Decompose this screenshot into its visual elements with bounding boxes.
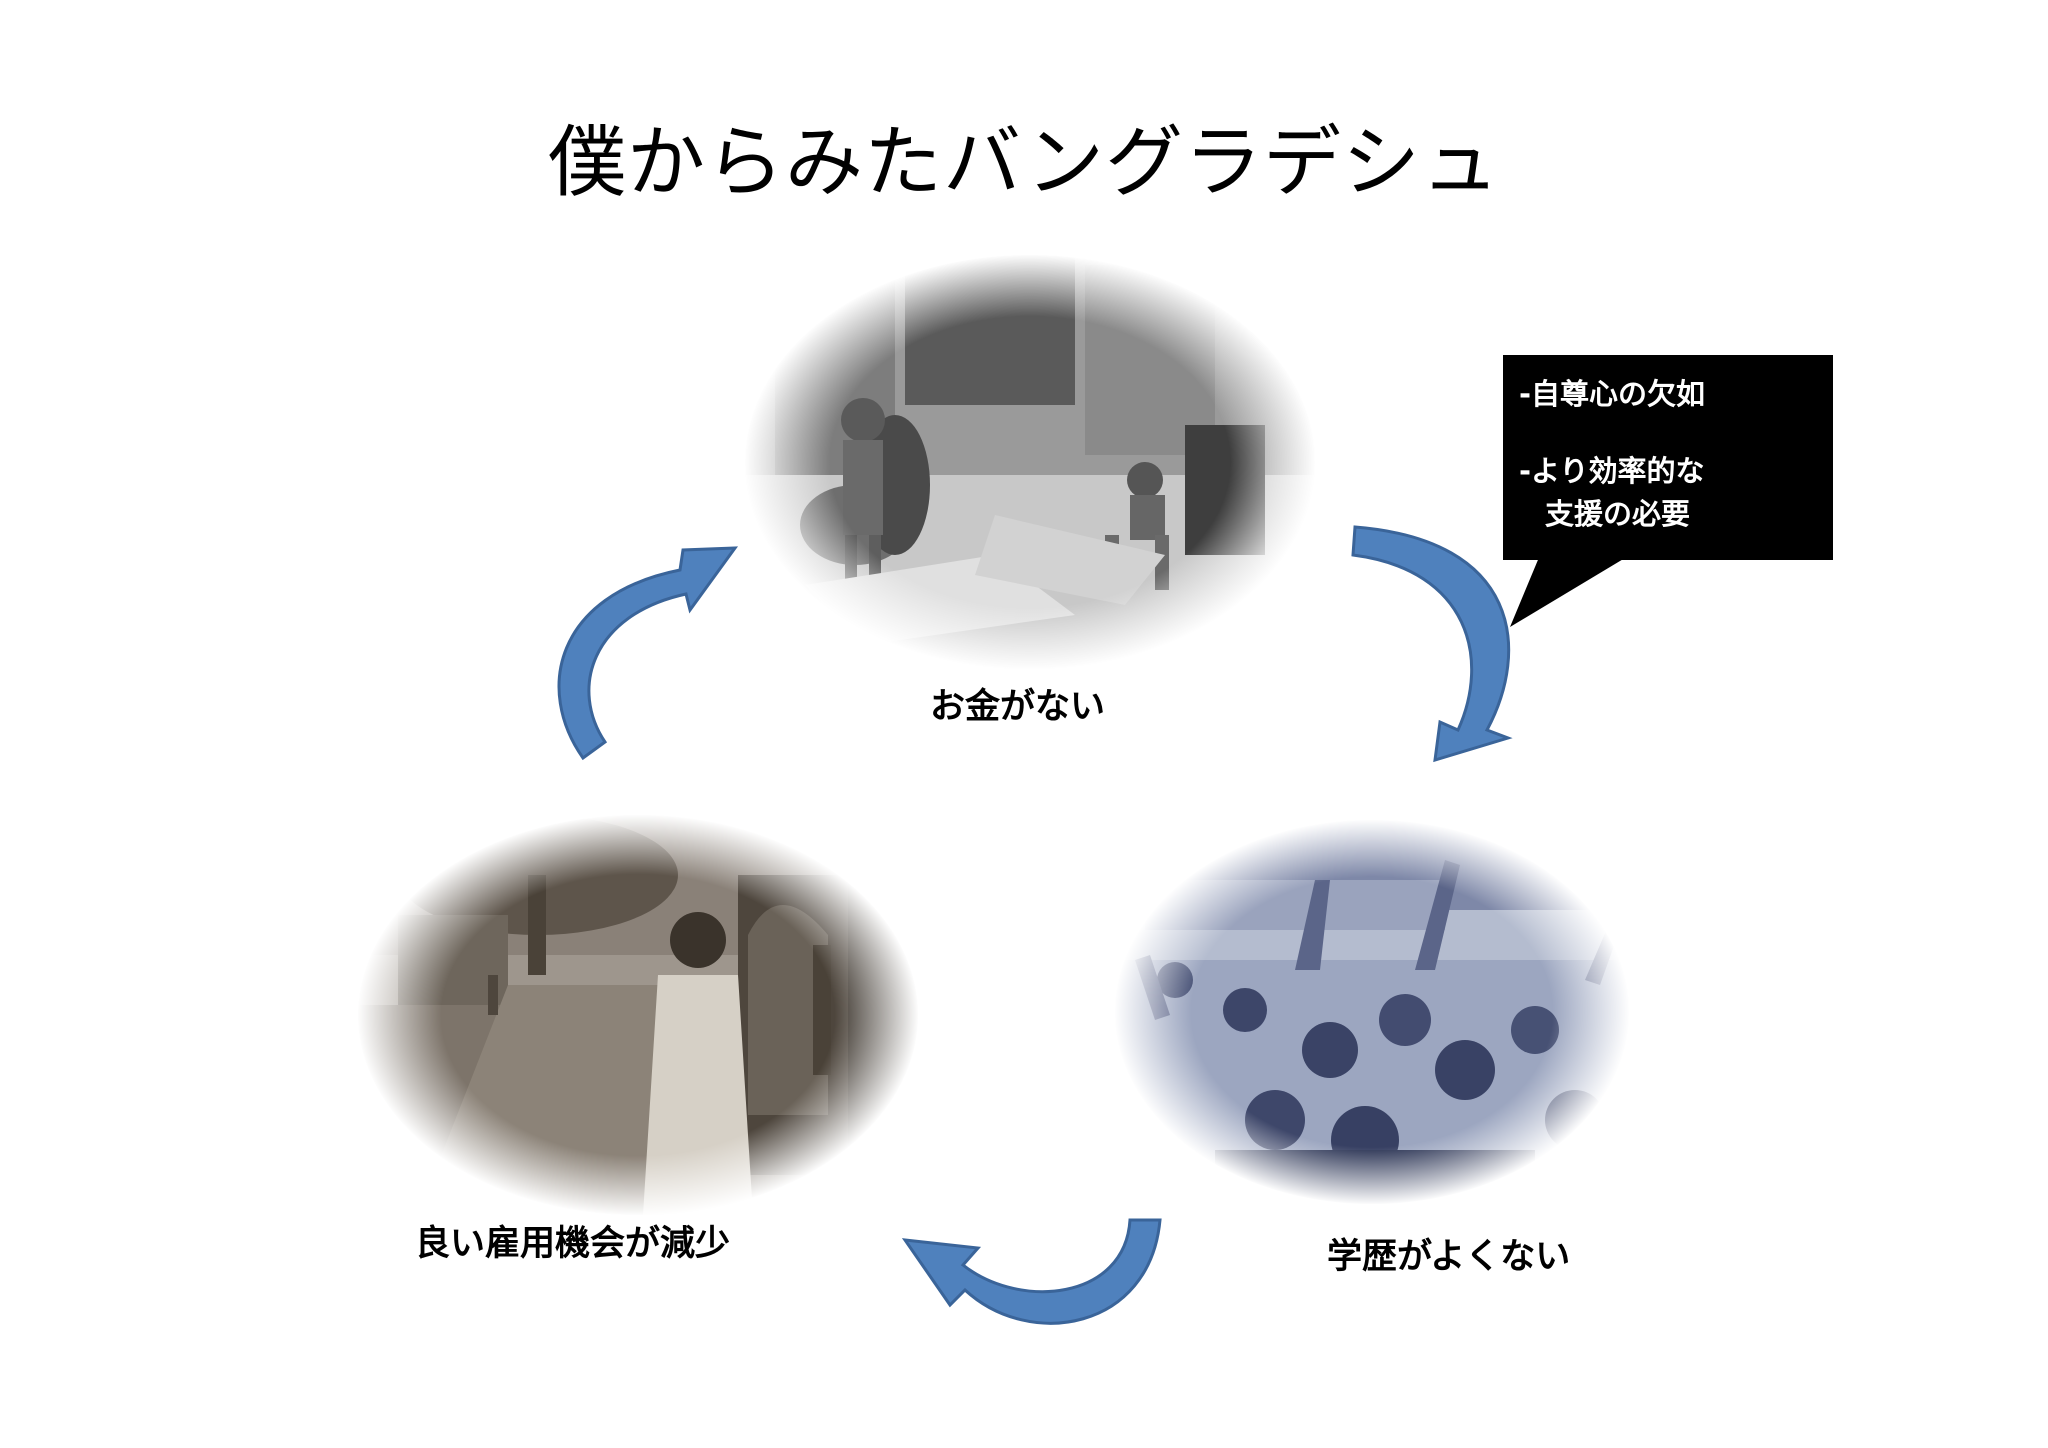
callout-line-support: 支援の必要 bbox=[1519, 493, 1833, 536]
callout-line-self-esteem: -自尊心の欠如 bbox=[1519, 373, 1833, 416]
callout-box: -自尊心の欠如 -より効率的な 支援の必要 bbox=[1503, 355, 1833, 560]
arrow-bottom-icon bbox=[905, 1220, 1160, 1323]
callout-tail-icon bbox=[1500, 555, 1640, 635]
arrow-right-icon bbox=[1353, 527, 1509, 760]
callout-line-efficient: -より効率的な bbox=[1519, 450, 1833, 493]
arrow-left-icon bbox=[559, 548, 735, 758]
